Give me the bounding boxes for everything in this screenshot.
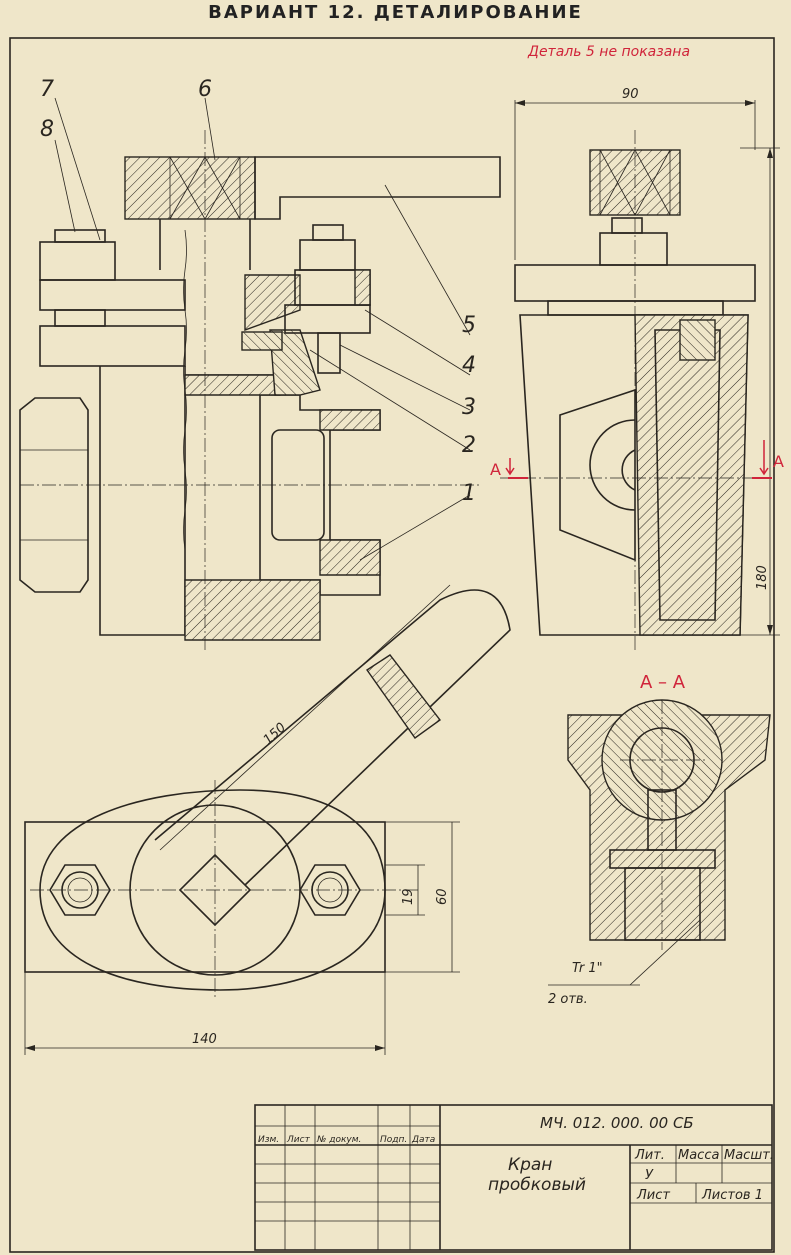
section-mark-right: А <box>773 452 784 471</box>
dim-90: 90 <box>622 87 639 102</box>
dim-150: 150 <box>261 720 289 748</box>
tb-sheet-label: Лист <box>636 1188 670 1203</box>
dim-60: 60 <box>435 888 450 905</box>
callout-4: 4 <box>462 353 476 378</box>
callouts <box>54 97 471 561</box>
tb-header-podp: Подп. <box>380 1135 407 1145</box>
drawing-frame <box>9 37 775 1253</box>
tb-header-izm: Изм. <box>258 1135 279 1145</box>
callout-8: 8 <box>40 117 54 142</box>
section-mark-left: А <box>490 460 501 479</box>
callout-1: 1 <box>462 481 476 506</box>
callout-6: 6 <box>198 77 212 102</box>
title-block <box>254 1104 773 1251</box>
thread-count: 2 отв. <box>548 992 588 1007</box>
tb-header-data: Дата <box>411 1135 435 1145</box>
callout-3: 3 <box>462 395 476 420</box>
tb-header-list: Лист <box>286 1135 311 1145</box>
dim-140: 140 <box>192 1032 217 1047</box>
dim-19: 19 <box>401 888 416 905</box>
callout-7: 7 <box>40 77 54 102</box>
page-title: ВАРИАНТ 12. ДЕТАЛИРОВАНИЕ <box>208 2 583 23</box>
callout-2: 2 <box>462 433 476 458</box>
tb-scale-label: Масшт. <box>724 1148 774 1163</box>
callout-5: 5 <box>462 313 476 338</box>
section-a-a <box>548 699 771 986</box>
side-view <box>500 100 780 650</box>
tb-name-line1: Кран <box>508 1155 552 1175</box>
dim-180: 180 <box>755 565 770 590</box>
tb-header-dokum: № докум. <box>316 1135 361 1145</box>
missing-part-note: Деталь 5 не показана <box>528 44 691 60</box>
tb-name-line2: пробковый <box>488 1175 586 1195</box>
section-title: А – А <box>640 672 686 693</box>
thread-spec: Tr 1" <box>572 961 603 976</box>
front-view <box>19 130 501 650</box>
tb-mass-label: Масса <box>678 1148 719 1163</box>
tb-lit-value: У <box>645 1168 654 1183</box>
tb-designation: МЧ. 012. 000. 00 СБ <box>540 1114 694 1132</box>
tb-lit-label: Лит. <box>634 1148 665 1163</box>
top-view <box>24 584 511 1055</box>
tb-sheets-label: Листов 1 <box>701 1188 763 1203</box>
